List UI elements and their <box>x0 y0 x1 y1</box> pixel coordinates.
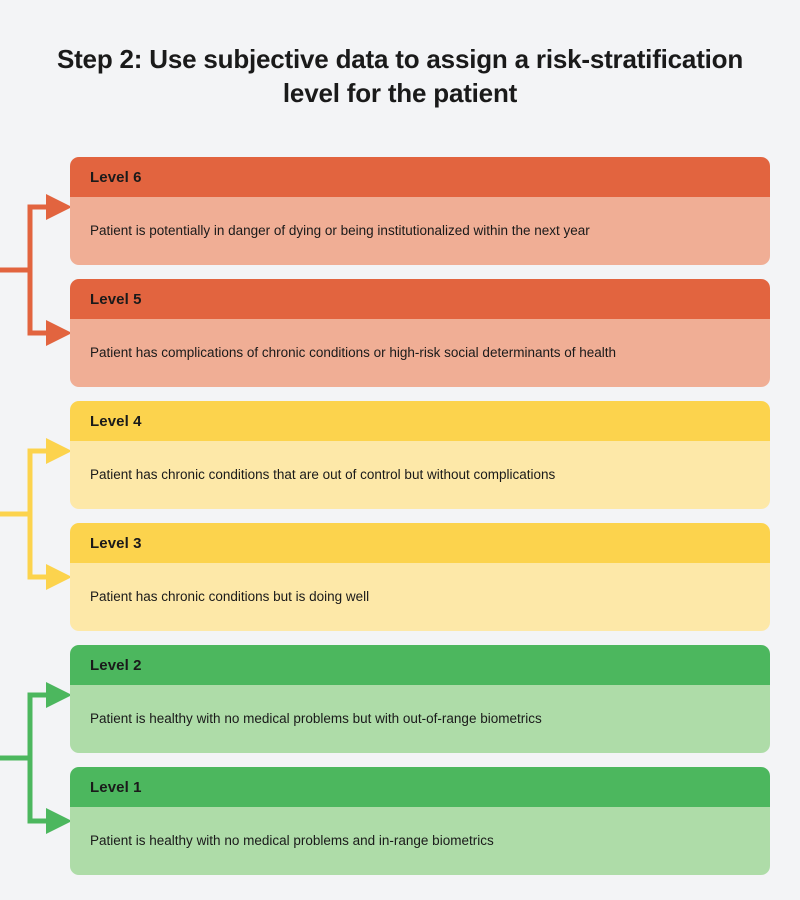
level-description-5: Patient has complications of chronic con… <box>90 344 617 360</box>
card-body-4: Patient has chronic conditions that are … <box>70 441 770 509</box>
card-body-5: Patient has complications of chronic con… <box>70 319 770 387</box>
level-label-4: Level 4 <box>90 412 142 430</box>
card-body-1: Patient is healthy with no medical probl… <box>70 807 770 875</box>
level-description-6: Patient is potentially in danger of dyin… <box>90 222 590 238</box>
card-body-2: Patient is healthy with no medical probl… <box>70 685 770 753</box>
level-description-4: Patient has chronic conditions that are … <box>90 466 556 482</box>
risk-level-card-1[interactable]: Level 1 Patient is healthy with no medic… <box>70 767 770 875</box>
card-header-4: Level 4 <box>70 401 770 441</box>
level-description-3: Patient has chronic conditions but is do… <box>90 588 370 604</box>
card-header-5: Level 5 <box>70 279 770 319</box>
level-label-3: Level 3 <box>90 534 142 552</box>
risk-level-card-6[interactable]: Level 6 Patient is potentially in danger… <box>70 157 770 265</box>
yellow-arrow-upper <box>46 438 72 464</box>
level-label-5: Level 5 <box>90 290 142 308</box>
level-description-2: Patient is healthy with no medical probl… <box>90 710 542 726</box>
green-bracket <box>0 682 72 834</box>
red-arrow-upper <box>46 194 72 220</box>
risk-level-card-3[interactable]: Level 3 Patient has chronic conditions b… <box>70 523 770 631</box>
level-description-1: Patient is healthy with no medical probl… <box>90 832 494 848</box>
card-header-3: Level 3 <box>70 523 770 563</box>
green-arrow-upper <box>46 682 72 708</box>
green-arrow-lower <box>46 808 72 834</box>
level-label-1: Level 1 <box>90 778 142 796</box>
card-body-3: Patient has chronic conditions but is do… <box>70 563 770 631</box>
page-title: Step 2: Use subjective data to assign a … <box>56 44 744 109</box>
card-header-1: Level 1 <box>70 767 770 807</box>
risk-level-card-4[interactable]: Level 4 Patient has chronic conditions t… <box>70 401 770 509</box>
card-body-6: Patient is potentially in danger of dyin… <box>70 197 770 265</box>
red-arrow-lower <box>46 320 72 346</box>
yellow-arrow-lower <box>46 564 72 590</box>
level-label-6: Level 6 <box>90 168 142 186</box>
risk-level-card-5[interactable]: Level 5 Patient has complications of chr… <box>70 279 770 387</box>
card-header-6: Level 6 <box>70 157 770 197</box>
red-bracket <box>0 194 72 346</box>
level-label-2: Level 2 <box>90 656 142 674</box>
risk-level-card-2[interactable]: Level 2 Patient is healthy with no medic… <box>70 645 770 753</box>
yellow-bracket <box>0 438 72 590</box>
risk-level-list: Level 6 Patient is potentially in danger… <box>70 157 770 889</box>
card-header-2: Level 2 <box>70 645 770 685</box>
